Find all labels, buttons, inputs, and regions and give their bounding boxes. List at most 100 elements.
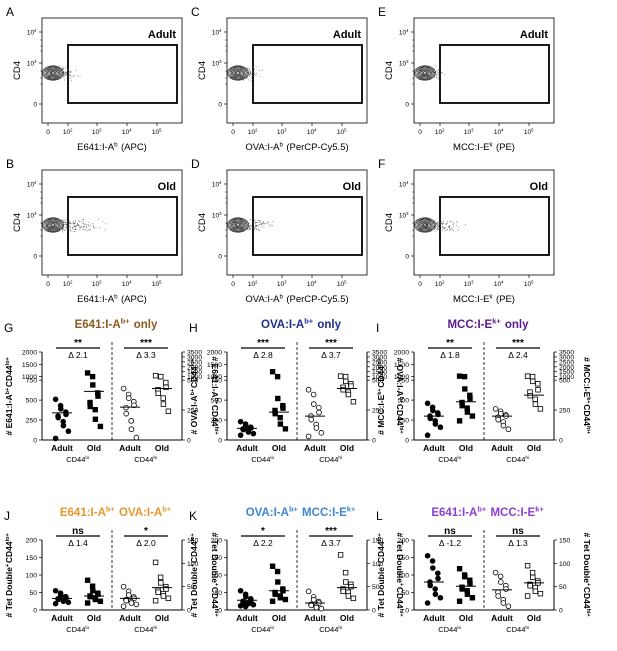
event-dot [440, 221, 442, 223]
event-dot [253, 69, 255, 70]
data-point [310, 391, 317, 398]
event-dot [88, 224, 90, 226]
event-dot [69, 226, 71, 228]
event-dot [234, 76, 236, 77]
left-tick-label: 500 [211, 398, 223, 405]
event-dot [70, 71, 72, 73]
event-dot [246, 225, 248, 226]
left-axis-label: # OVA:I-Ab+ CD44lo+ [189, 358, 199, 435]
event-dot [61, 73, 63, 75]
event-dot [249, 73, 250, 75]
data-point [537, 406, 544, 412]
event-dot [235, 224, 236, 226]
right-axis-label: # Tet Double+ CD44hi+ [210, 533, 220, 618]
event-dot [422, 225, 424, 227]
event-dot [239, 224, 241, 226]
data-point [65, 599, 72, 606]
event-dot [465, 224, 466, 226]
event-dot [64, 74, 66, 76]
subgroup-label: CD44lo [251, 625, 275, 634]
event-dot [51, 220, 52, 222]
event-dot [433, 74, 435, 76]
x-tick-label: 102 [248, 128, 258, 136]
plot-frame [413, 169, 555, 276]
event-dot [56, 223, 58, 225]
event-dot [240, 226, 242, 228]
left-tick-label: 1000 [394, 374, 409, 381]
y-tick-label: 0 [405, 102, 409, 109]
event-dot [248, 222, 250, 224]
event-dot [55, 228, 56, 230]
data-point [495, 416, 502, 423]
y-axis-label: CD4 [197, 61, 208, 80]
event-dot [433, 70, 434, 72]
event-dot [64, 67, 66, 69]
right-tick-label: 100 [559, 561, 571, 568]
left-tick-label: 200 [26, 538, 38, 545]
event-dot [445, 230, 446, 231]
event-dot [65, 219, 67, 221]
event-dot [440, 226, 442, 228]
panel-letter: C [191, 5, 200, 19]
event-dot [435, 223, 437, 225]
event-dot [438, 68, 440, 70]
data-point [55, 414, 61, 421]
data-point [95, 591, 101, 597]
event-dot [58, 69, 59, 71]
event-dot [54, 74, 56, 76]
event-dot [84, 225, 85, 227]
event-dot [231, 76, 233, 78]
event-dot [237, 226, 239, 228]
subgroup-label: CD44lo [438, 625, 462, 634]
event-dot [95, 226, 97, 228]
event-dot [434, 230, 436, 232]
event-dot [433, 223, 435, 225]
event-dot [271, 224, 272, 226]
right-tick-label: 3000 [187, 354, 202, 361]
event-dot [48, 224, 50, 226]
event-dot [230, 71, 231, 72]
significance-label: *** [257, 338, 269, 349]
event-dot [450, 229, 451, 231]
event-dot [249, 72, 251, 74]
left-tick-label: 100 [398, 573, 410, 580]
event-dot [456, 220, 457, 222]
event-dot [247, 227, 248, 229]
data-point [469, 413, 476, 419]
event-dot [235, 221, 236, 222]
event-dot [248, 224, 249, 226]
contour-ring [227, 217, 249, 233]
event-dot [434, 225, 436, 227]
contour-cluster [42, 217, 106, 233]
left-tick-label: 50 [29, 590, 37, 597]
event-dot [86, 226, 87, 228]
event-dot [446, 223, 447, 225]
x-category-label: Old [87, 613, 101, 623]
event-dot [44, 74, 45, 75]
event-dot [426, 72, 428, 74]
fold-change-label: Δ -1.2 [439, 538, 461, 548]
event-dot [264, 222, 266, 224]
event-dot [233, 224, 235, 225]
event-dot [66, 224, 68, 225]
event-dot [423, 73, 425, 75]
data-point [530, 574, 536, 581]
contour-cluster [227, 65, 263, 82]
event-dot [232, 225, 234, 227]
data-point [60, 422, 67, 429]
data-point [437, 424, 444, 431]
y-tick-label: 0 [405, 254, 409, 261]
data-point [461, 373, 468, 380]
event-dot [427, 221, 428, 223]
significance-label: * [261, 526, 265, 537]
x-category-label: Adult [119, 443, 141, 453]
contour-cluster [42, 65, 81, 81]
event-dot [438, 69, 439, 71]
event-dot [65, 226, 67, 228]
y-tick-label: 104 [27, 180, 37, 188]
significance-label: ns [512, 526, 524, 537]
gate-box [252, 44, 363, 104]
event-dot [66, 223, 67, 225]
